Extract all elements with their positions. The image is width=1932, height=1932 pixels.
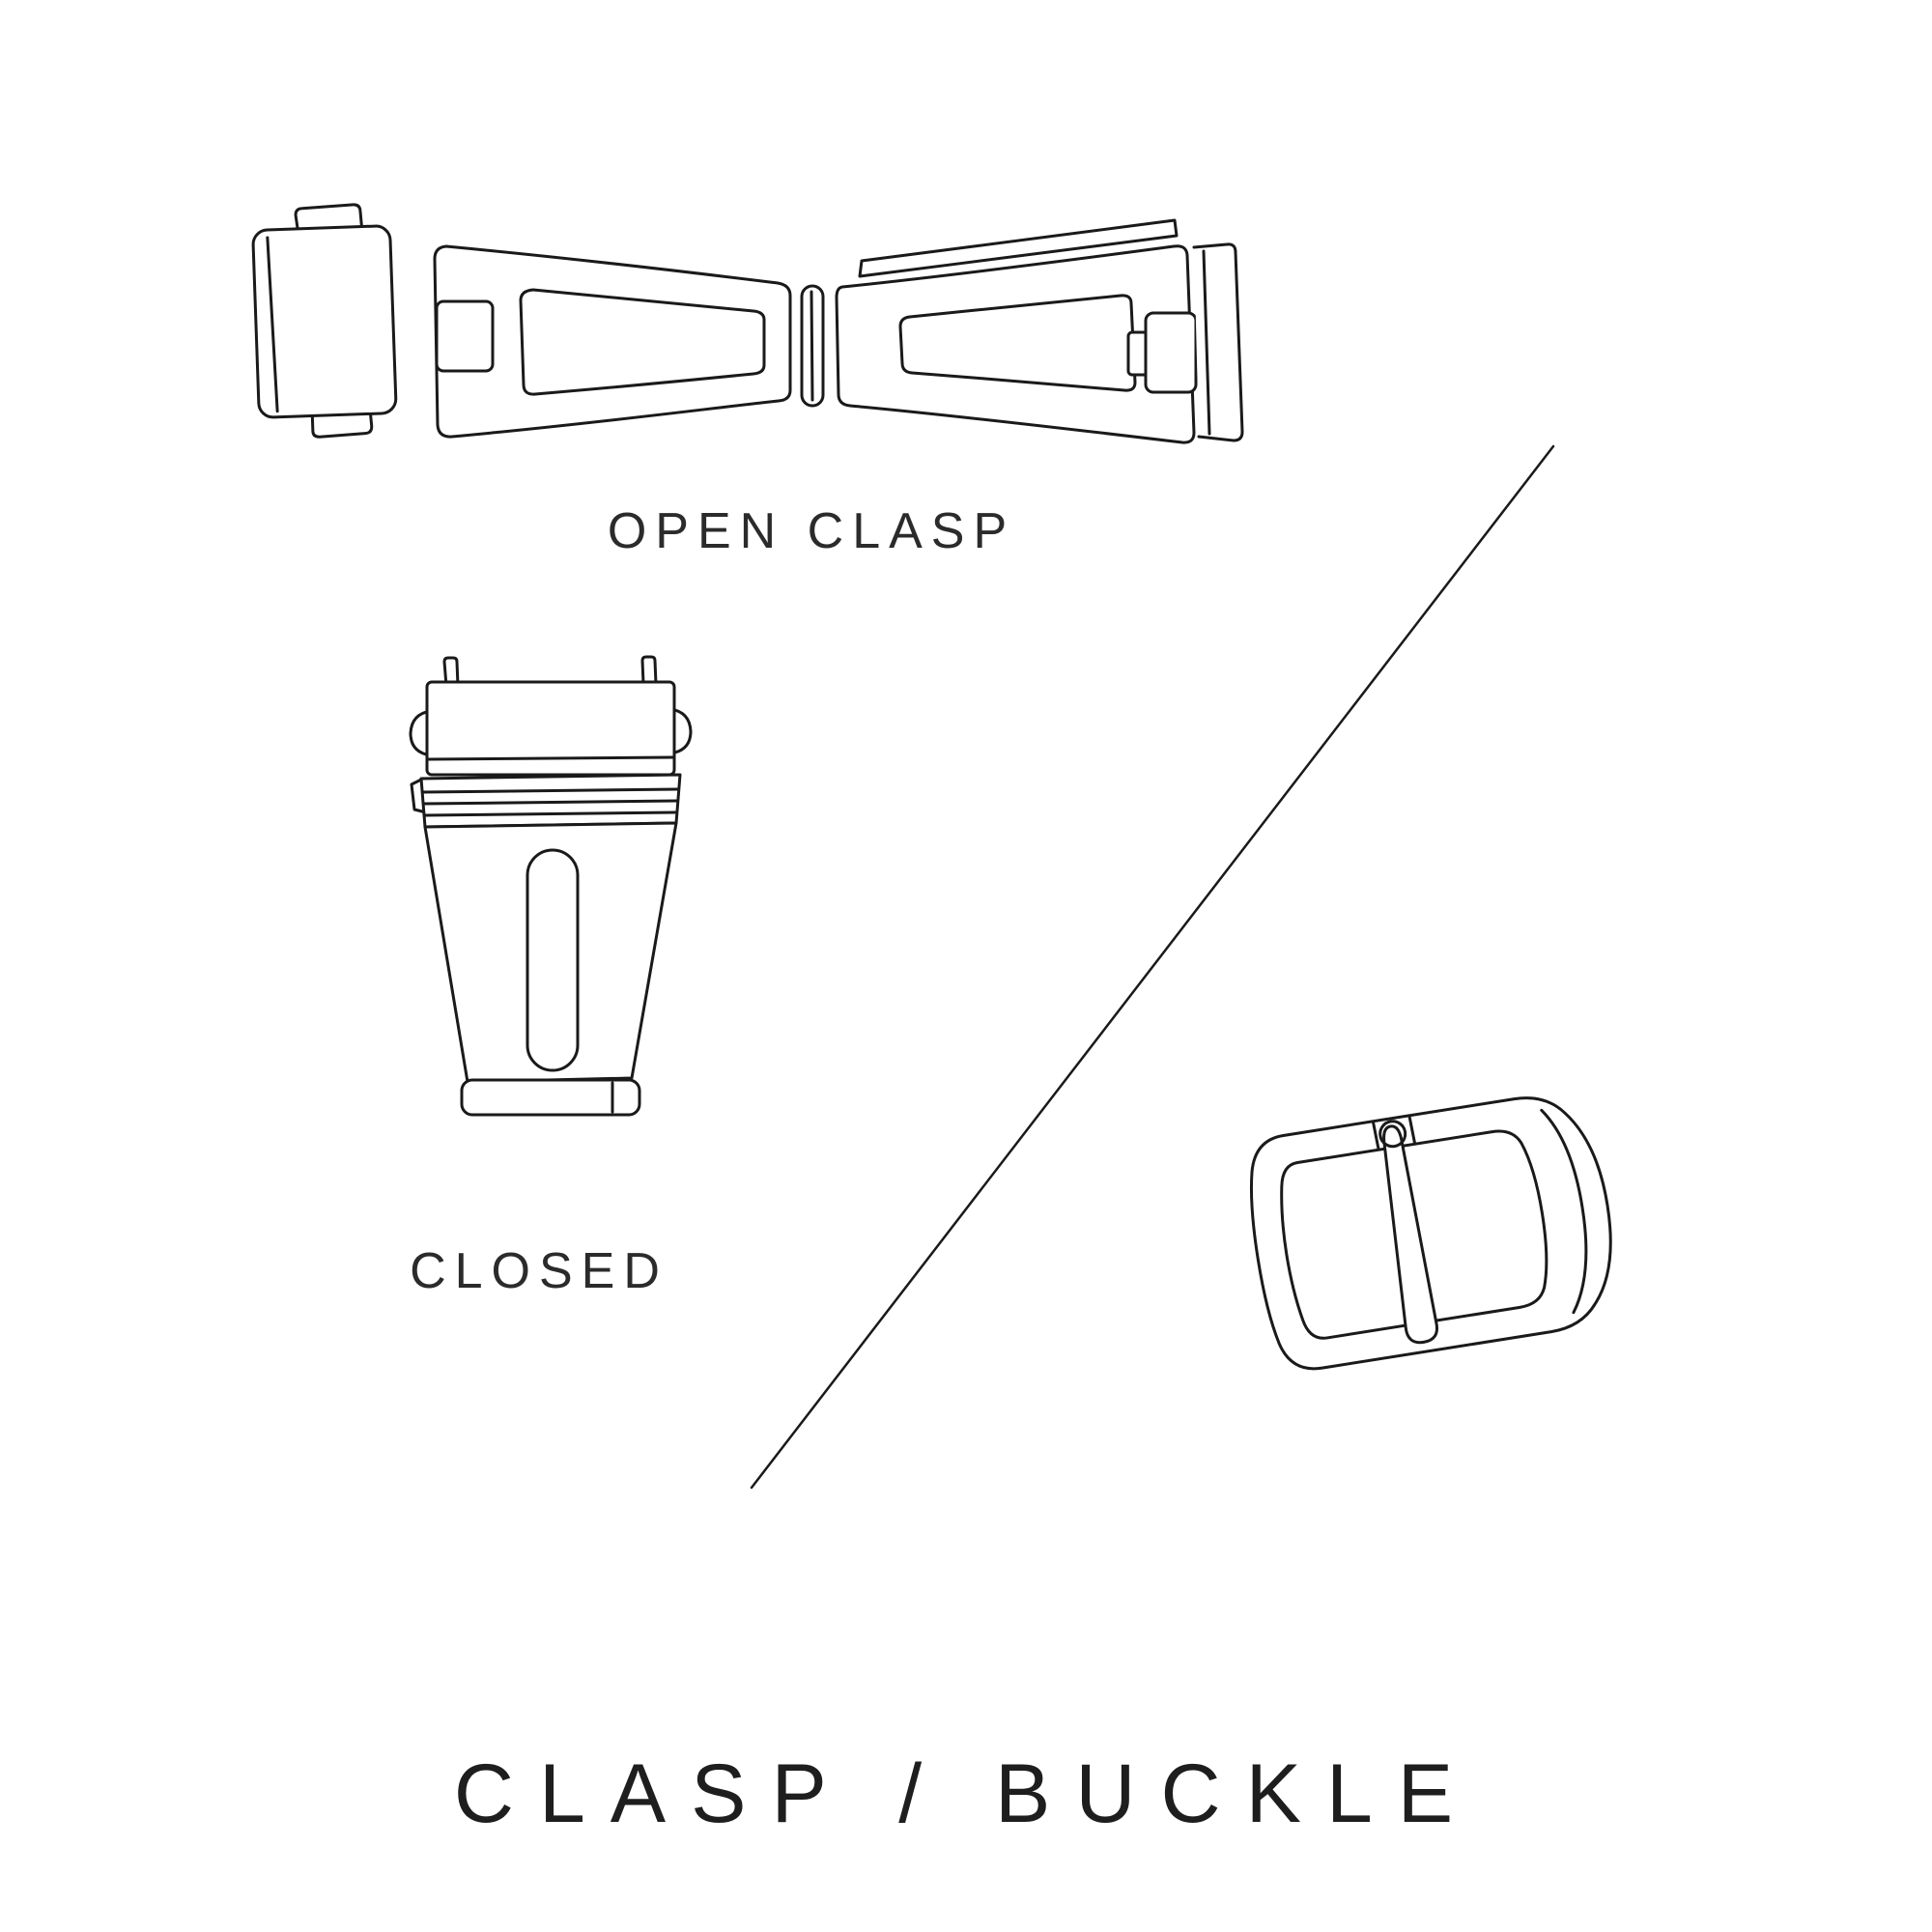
closed-clasp-cover [425,680,676,777]
open-clasp-right-arm-panel [898,294,1137,392]
buckle-pin [1382,1124,1438,1345]
open-clasp-fold-piece [251,203,398,439]
closed-clasp-illustration [409,655,693,1117]
buckle-pin-loop [1378,1120,1407,1149]
open-clasp-latch-slot [1144,311,1198,394]
closed-clasp-label: CLOSED [410,1243,668,1299]
closed-clasp-band-notch [410,777,428,814]
closed-clasp-right-prong [640,655,658,686]
buckle-band-contour [1540,1108,1588,1315]
buckle-illustration [1249,1096,1612,1371]
closed-clasp-end-bar [460,1078,641,1117]
open-clasp-release-tab [435,299,495,373]
open-clasp-illustration [251,203,1244,444]
closed-clasp-slot [526,848,580,1072]
closed-clasp-body [423,821,678,1084]
open-clasp-left-arm-panel [519,288,766,396]
page-title: CLASP / BUCKLE [453,1747,1479,1840]
closed-clasp-left-prong [442,656,460,688]
open-clasp-top-strip [858,218,1179,278]
open-clasp-label: OPEN CLASP [607,503,1016,559]
